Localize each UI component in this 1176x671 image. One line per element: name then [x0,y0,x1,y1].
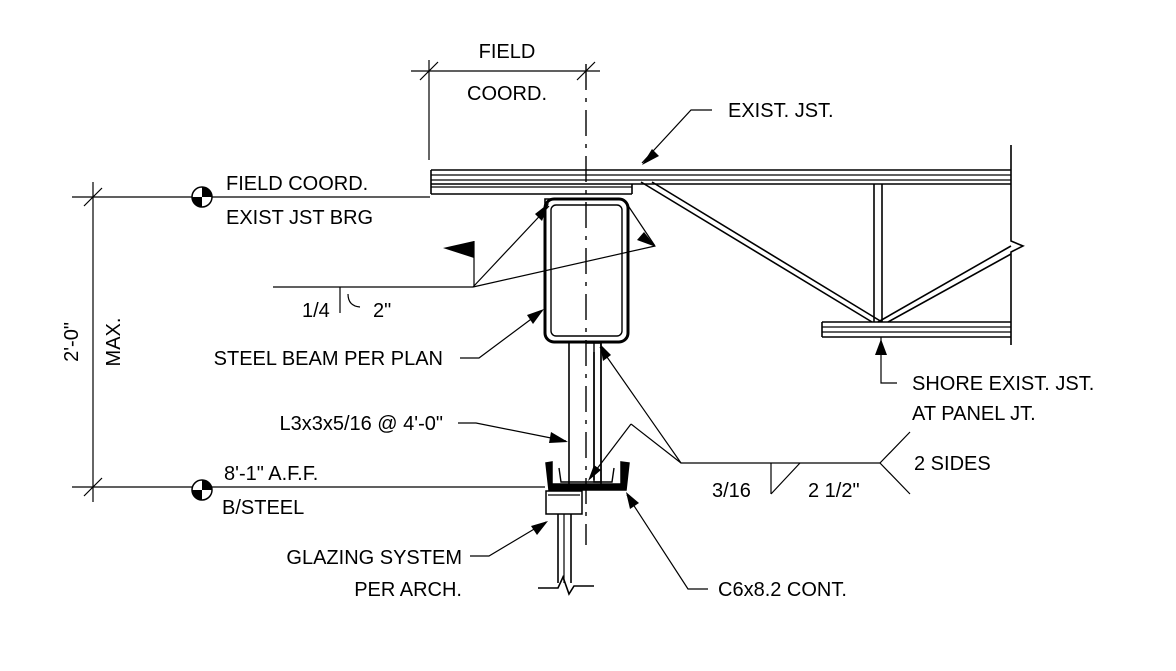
steel-beam-label: STEEL BEAM PER PLAN [214,348,443,370]
shore-label-line1: SHORE EXIST. JST. [912,373,1094,395]
glazing-label-line2: PER ARCH. [354,579,462,601]
angle-member-label: L3x3x5/16 @ 4'-0" [279,413,443,435]
channel-callout: C6x8.2 CONT. [626,492,847,601]
field-coord-label-bottom: COORD. [467,83,547,105]
weld-symbol-1: 1/4 2" [273,200,656,322]
weld-symbol-2: 3/16 2 1/2" 2 SIDES [588,344,991,502]
elev2-line1: 8'-1" A.F.F. [224,463,318,485]
glazing-system [538,490,594,596]
dim-max-label: MAX. [103,318,125,367]
weld2-size-label: 3/16 [712,480,751,502]
elevation-marker-bottom-steel: 8'-1" A.F.F. B/STEEL [72,463,545,519]
weld1-length-label: 2" [373,300,391,322]
vertical-dimension: 2'-0" MAX. [61,182,125,502]
field-coord-dimension: FIELD COORD. [411,41,600,160]
glazing-callout: GLAZING SYSTEM PER ARCH. [286,521,548,601]
shore-callout: SHORE EXIST. JST. AT PANEL JT. [875,337,1094,425]
elev2-line2: B/STEEL [222,497,304,519]
channel-member [545,461,630,491]
steel-beam-callout: STEEL BEAM PER PLAN [214,309,544,370]
exist-jst-callout: EXIST. JST. [641,100,834,165]
dim-vertical-label: 2'-0" [61,322,83,362]
angle-member [568,341,602,485]
glazing-label-line1: GLAZING SYSTEM [286,547,462,569]
exist-jst-label: EXIST. JST. [728,100,834,122]
elev1-line1: FIELD COORD. [226,173,368,195]
elev1-line2: EXIST JST BRG [226,207,373,229]
shore-label-line2: AT PANEL JT. [912,403,1036,425]
field-coord-label-top: FIELD [479,41,536,63]
weld2-length-label: 2 1/2" [808,480,860,502]
angle-callout: L3x3x5/16 @ 4'-0" [279,413,568,443]
weld2-sides-label: 2 SIDES [914,453,991,475]
weld1-size-label: 1/4 [302,300,330,322]
elevation-marker-joist-bearing: FIELD COORD. EXIST JST BRG [72,173,430,229]
channel-member-label: C6x8.2 CONT. [718,579,847,601]
existing-joist [430,145,1025,345]
